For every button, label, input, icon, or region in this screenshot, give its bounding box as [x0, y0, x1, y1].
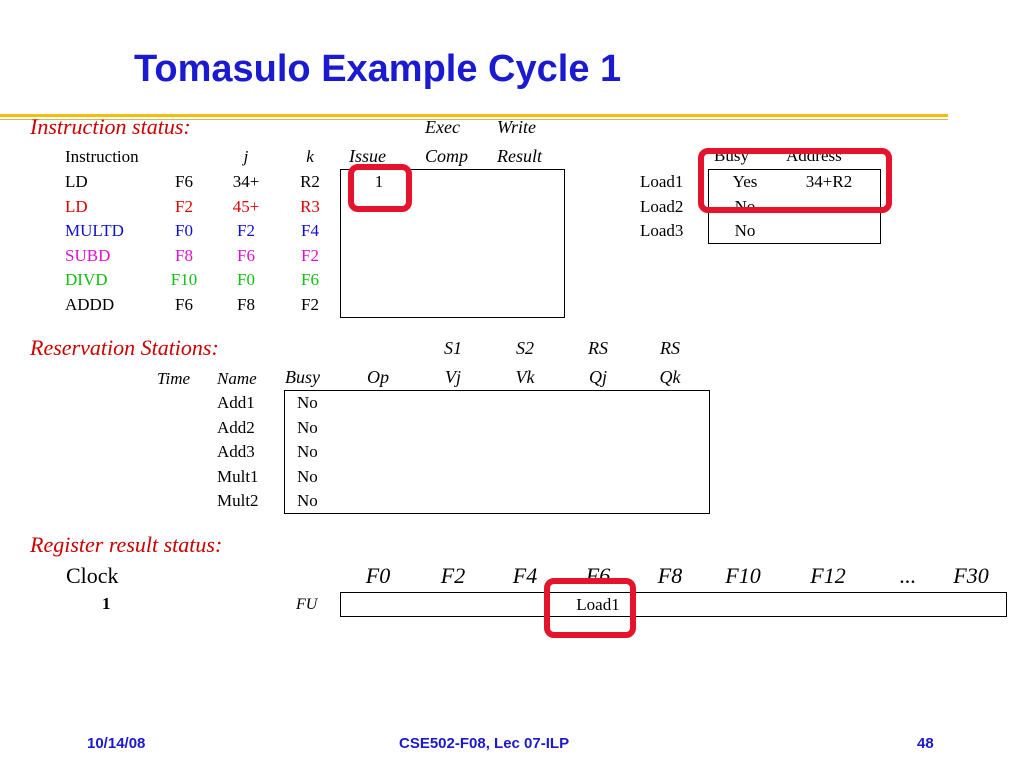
- comp-header: Comp: [425, 146, 469, 166]
- instruction-issue: 1: [374, 172, 384, 191]
- register-F12-header: F12: [810, 563, 846, 588]
- op-header: Op: [367, 367, 389, 387]
- instruction-j: F8: [237, 294, 255, 314]
- instruction-k: F6: [301, 270, 319, 289]
- instruction-op: ADDD: [65, 294, 115, 314]
- highlight-issue: [348, 164, 412, 212]
- instruction-k: F2: [301, 294, 319, 314]
- vk-header: Vk: [515, 367, 535, 387]
- load-buffer-address: 34+R2: [805, 172, 853, 191]
- load-buffer-busy: No: [734, 221, 756, 240]
- title-rule: [0, 114, 948, 117]
- qj-header: Qj: [589, 367, 607, 387]
- instruction-dest: F2: [175, 196, 193, 216]
- result-header: Result: [497, 146, 542, 166]
- register-F2-header: F2: [440, 563, 466, 588]
- qk-header: Qk: [659, 367, 681, 387]
- k-header: k: [306, 147, 314, 166]
- rs-qj-header-top: RS: [588, 338, 608, 358]
- clock-label: Clock: [66, 563, 119, 588]
- instruction-j: 45+: [232, 196, 260, 216]
- load-buffer-name: Load1: [640, 172, 684, 191]
- rs-busy: No: [297, 442, 318, 461]
- j-header: j: [243, 147, 249, 166]
- rs-busy: No: [297, 417, 318, 437]
- instruction-j: 34+: [232, 172, 260, 191]
- instruction-dest: F10: [170, 270, 198, 289]
- rs-name: Add3: [217, 442, 255, 461]
- reservation-stations-label: Reservation Stations:: [30, 335, 219, 360]
- load-buffer-table: [708, 169, 881, 244]
- instruction-k: R3: [300, 196, 320, 216]
- instruction-k: F4: [301, 221, 319, 240]
- instruction-op: DIVD: [65, 270, 108, 289]
- rs-name: Add1: [217, 393, 255, 412]
- register-F0-header: F0: [365, 563, 391, 588]
- rs-busy: No: [297, 491, 318, 510]
- fu-label: FU: [296, 596, 318, 613]
- load-buffer-name: Load3: [640, 221, 684, 240]
- instruction-status-label: Instruction status:: [30, 114, 191, 139]
- instruction-dest: F6: [175, 172, 193, 191]
- s1-header: S1: [444, 338, 462, 358]
- issue-header: Issue: [349, 146, 386, 166]
- footer-date: 10/14/08: [87, 735, 146, 752]
- instruction-j: F0: [237, 270, 255, 289]
- load-buffer-busy: Yes: [732, 172, 758, 191]
- write-header: Write: [497, 117, 536, 137]
- register-F10-header: F10: [725, 563, 761, 588]
- rs-name: Mult2: [217, 491, 259, 510]
- register-status-label: Register result status:: [30, 532, 223, 557]
- rs-busy: No: [297, 466, 318, 486]
- instruction-k: R2: [300, 172, 320, 191]
- instruction-k: F2: [301, 245, 319, 265]
- page-title: Tomasulo Example Cycle 1: [134, 48, 622, 90]
- clock-value: 1: [102, 594, 111, 613]
- exec-header: Exec: [425, 117, 460, 137]
- instruction-op: MULTD: [65, 221, 124, 240]
- register-status-table: [340, 592, 1007, 617]
- rs-name: Mult1: [217, 466, 259, 486]
- register-fu-value: Load1: [576, 595, 620, 614]
- register--header: ...: [899, 563, 917, 588]
- highlight-load1: [698, 148, 892, 213]
- instruction-status-table: [340, 169, 565, 318]
- s2-header: S2: [516, 338, 534, 358]
- instruction-op: SUBD: [65, 245, 111, 265]
- rs-qk-header-top: RS: [660, 338, 680, 358]
- instruction-header: Instruction: [65, 147, 139, 166]
- name-header: Name: [217, 369, 257, 388]
- time-header: Time: [157, 369, 191, 388]
- footer-course: CSE502-F08, Lec 07-ILP: [399, 735, 570, 752]
- instruction-dest: F8: [175, 245, 193, 265]
- rs-busy-header: Busy: [285, 367, 320, 387]
- instruction-op: LD: [65, 196, 88, 216]
- register-F30-header: F30: [953, 563, 989, 588]
- instruction-dest: F6: [175, 294, 193, 314]
- rs-busy: No: [297, 393, 318, 412]
- instruction-op: LD: [65, 172, 88, 191]
- highlight-f6-fu: [544, 578, 636, 638]
- reservation-stations-table: [284, 390, 710, 514]
- load-buffer-name: Load2: [640, 196, 684, 216]
- title-rule-thin: [0, 119, 948, 120]
- register-F4-header: F4: [512, 563, 538, 588]
- rs-name: Add2: [217, 417, 255, 437]
- register-F8-header: F8: [657, 563, 683, 588]
- vj-header: Vj: [445, 367, 461, 387]
- instruction-dest: F0: [175, 221, 193, 240]
- instruction-j: F2: [237, 221, 255, 240]
- instruction-j: F6: [237, 245, 255, 265]
- footer-page: 48: [917, 735, 934, 752]
